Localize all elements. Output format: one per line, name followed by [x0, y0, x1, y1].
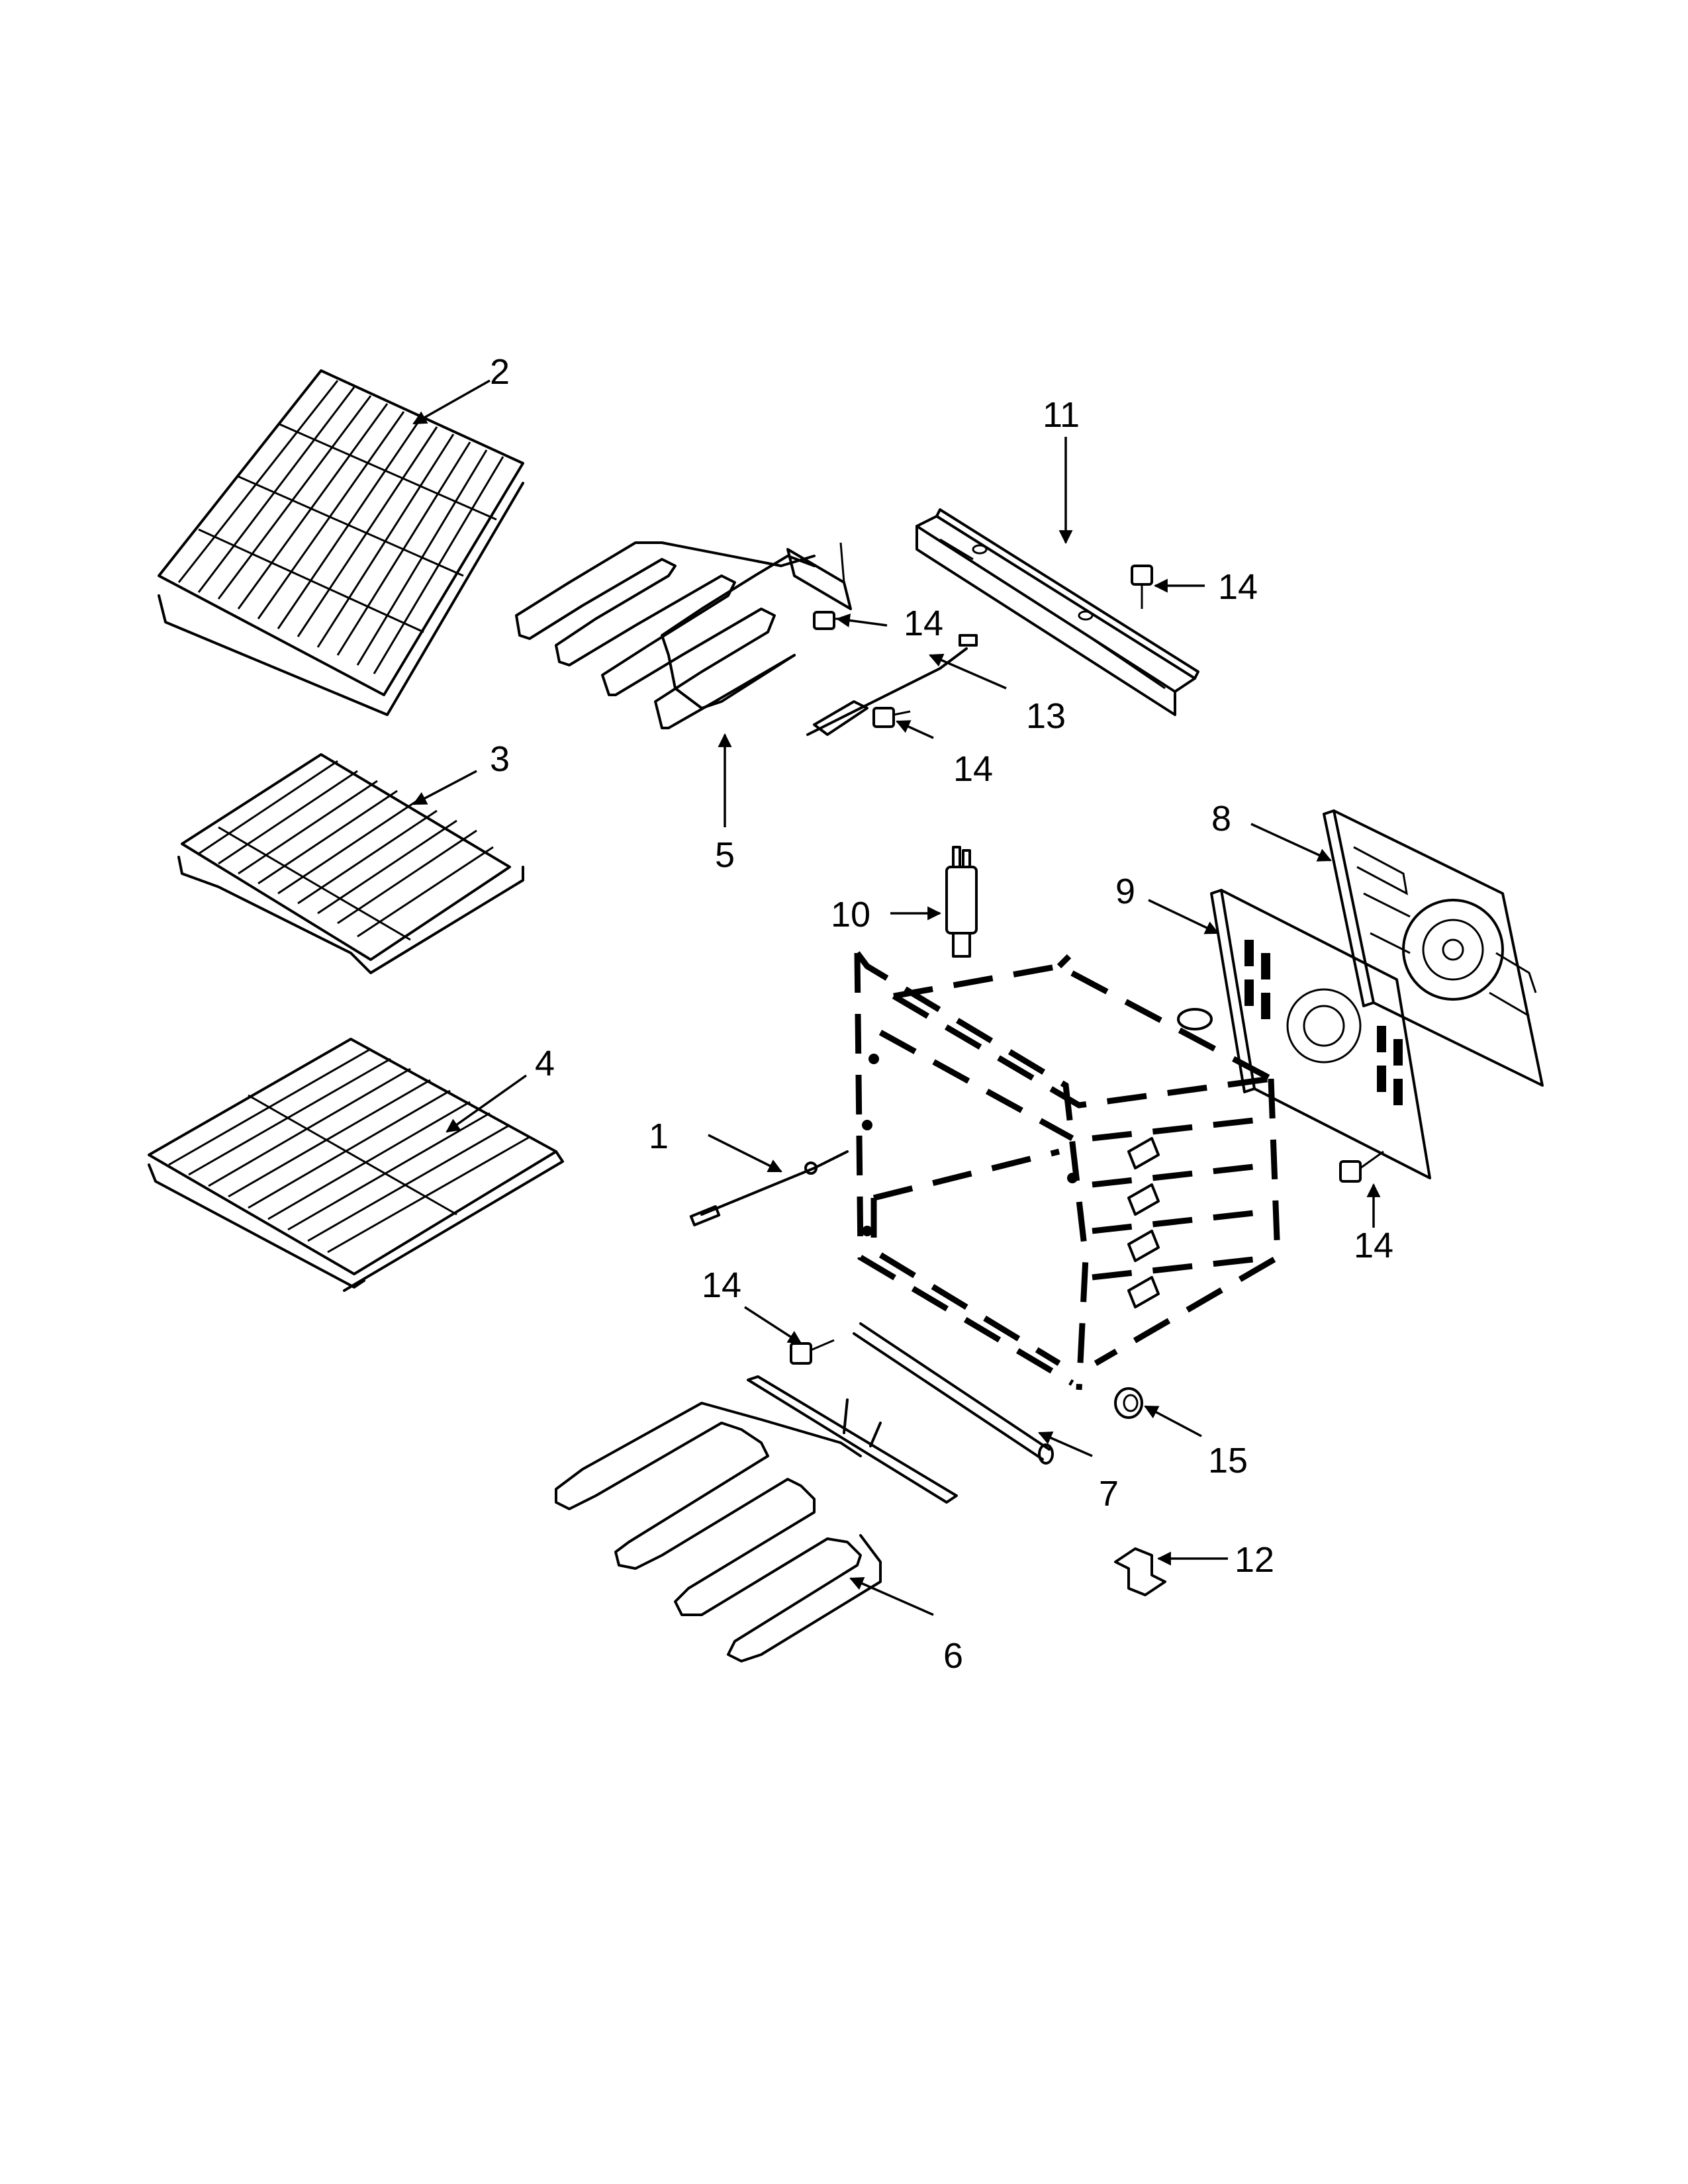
- screw-e: [790, 1339, 835, 1365]
- callout-8: 8: [1211, 799, 1231, 839]
- callout-14-a: 14: [904, 604, 943, 643]
- temperature-sensor: [689, 1150, 849, 1226]
- oven-rack-flat: [148, 1038, 564, 1292]
- oven-rack-upper: [158, 369, 524, 716]
- callout-14-d: 14: [1354, 1226, 1393, 1265]
- oven-rack-roller: [177, 753, 524, 974]
- broil-element: [515, 541, 852, 729]
- callout-5: 5: [715, 835, 735, 875]
- callout-3: 3: [490, 739, 510, 779]
- callout-14-c: 14: [953, 749, 993, 789]
- screw-d: [1339, 1150, 1384, 1183]
- callout-10: 10: [831, 895, 870, 934]
- callout-13: 13: [1026, 696, 1066, 736]
- callout-6: 6: [943, 1636, 963, 1676]
- sensor-wire: [806, 634, 978, 736]
- grommet: [1114, 1387, 1143, 1419]
- leader-lines: [412, 379, 1381, 1616]
- callout-2: 2: [490, 352, 510, 392]
- callout-14-e: 14: [702, 1265, 741, 1305]
- callout-9: 9: [1115, 872, 1135, 911]
- screw-c: [872, 707, 911, 728]
- convection-fan-assembly: [1323, 809, 1544, 1087]
- limit-switch: [945, 846, 978, 958]
- oven-cavity: [854, 951, 1281, 1390]
- callout-14-b: 14: [1218, 567, 1258, 607]
- mounting-bracket: [915, 508, 1199, 716]
- callout-1: 1: [649, 1116, 669, 1156]
- callout-4: 4: [535, 1044, 555, 1083]
- callout-11: 11: [1043, 395, 1080, 435]
- callout-labels: 2 3 4 5 6 7 8 9 10 11 12 13 14 14 14 14 …: [490, 352, 1393, 1676]
- callout-12: 12: [1235, 1540, 1274, 1580]
- callout-7: 7: [1099, 1474, 1119, 1514]
- bake-element: [555, 1375, 958, 1662]
- rod-tube: [853, 1322, 1054, 1465]
- clip: [1114, 1547, 1166, 1596]
- callout-15: 15: [1208, 1441, 1248, 1480]
- convection-fan-cover: [1210, 889, 1431, 1179]
- screw-b: [1131, 565, 1153, 609]
